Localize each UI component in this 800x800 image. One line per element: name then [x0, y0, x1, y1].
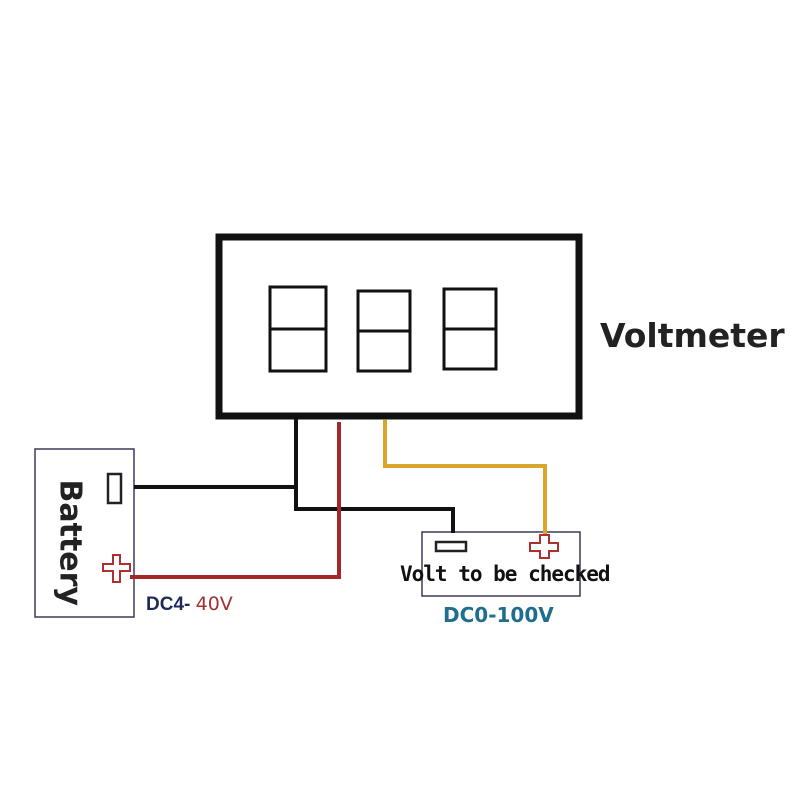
battery-range-value: 40V — [195, 593, 233, 615]
source-range: DC0-100V — [443, 603, 554, 627]
battery-range: DC4- 40V — [146, 593, 233, 616]
seven-segment-digit — [442, 287, 498, 371]
seven-segment-digit — [356, 289, 412, 373]
battery-box — [34, 448, 135, 618]
plus-terminal-icon — [529, 534, 559, 559]
voltmeter-label: Voltmeter — [600, 316, 785, 355]
red-wire — [130, 422, 341, 579]
battery-label: Battery — [52, 479, 88, 607]
battery-range-prefix: DC4- — [146, 594, 191, 615]
seven-segment-digit — [268, 285, 328, 373]
voltmeter-body — [215, 233, 583, 420]
minus-terminal-icon — [106, 472, 123, 505]
minus-terminal-icon — [434, 540, 468, 553]
plus-terminal-icon — [102, 554, 131, 583]
black-wire — [134, 417, 455, 533]
yellow-wire — [383, 420, 547, 534]
source-label: Volt to be checked — [400, 562, 611, 586]
